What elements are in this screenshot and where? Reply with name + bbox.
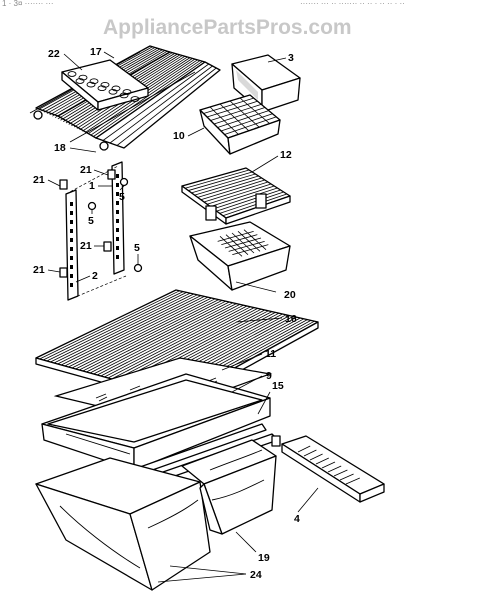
callout-17: 17 [90,46,102,58]
callout-5-c: 5 [134,242,140,254]
support-dashed-lines [65,165,127,301]
right-shelf-support [111,161,125,275]
callout-16: 16 [285,313,297,325]
callout-numbers: 22 17 3 10 18 12 21 21 1 5 5 21 5 21 2 2… [33,46,300,581]
shelf-pins [33,110,109,151]
callout-18: 18 [54,142,66,154]
header-right-text: ······· ··· ·· ······· ·· ·· · ·· ·· · ·… [300,0,405,8]
callout-2: 2 [92,270,98,282]
crisper-cover-frame [181,167,291,225]
callout-21-b: 21 [80,164,92,176]
support-screws [87,177,143,273]
callout-21-a: 21 [33,174,45,186]
callout-15: 15 [272,380,284,392]
deli-pan-cover [199,94,281,155]
callout-5-b: 5 [88,215,94,227]
right-crisper-drawer [181,439,277,535]
callout-21-c: 21 [80,240,92,252]
small-crisper-drawer [189,221,291,291]
callout-20: 20 [284,289,296,301]
callout-11: 11 [265,348,276,360]
callout-1: 1 [89,180,95,192]
left-crisper-drawer [35,457,211,591]
callout-4: 4 [294,513,300,525]
control-housing [271,435,385,503]
callout-3: 3 [288,52,294,64]
left-shelf-support [65,189,79,301]
deli-pan [231,54,301,113]
leader-lines [47,51,319,583]
callout-24: 24 [250,569,262,581]
callout-9: 9 [266,370,272,382]
callout-19: 19 [258,552,270,564]
watermark-text: AppliancePartsPros.com [103,16,352,39]
support-clips [59,169,116,278]
callout-22: 22 [48,48,60,60]
callout-21-d: 21 [33,264,45,276]
callout-12: 12 [280,149,292,161]
egg-tray [61,59,149,111]
callout-5-a: 5 [119,191,125,203]
callout-10: 10 [173,130,185,142]
header-left-text: 1 · 3¤ ······· ··· [2,0,54,8]
